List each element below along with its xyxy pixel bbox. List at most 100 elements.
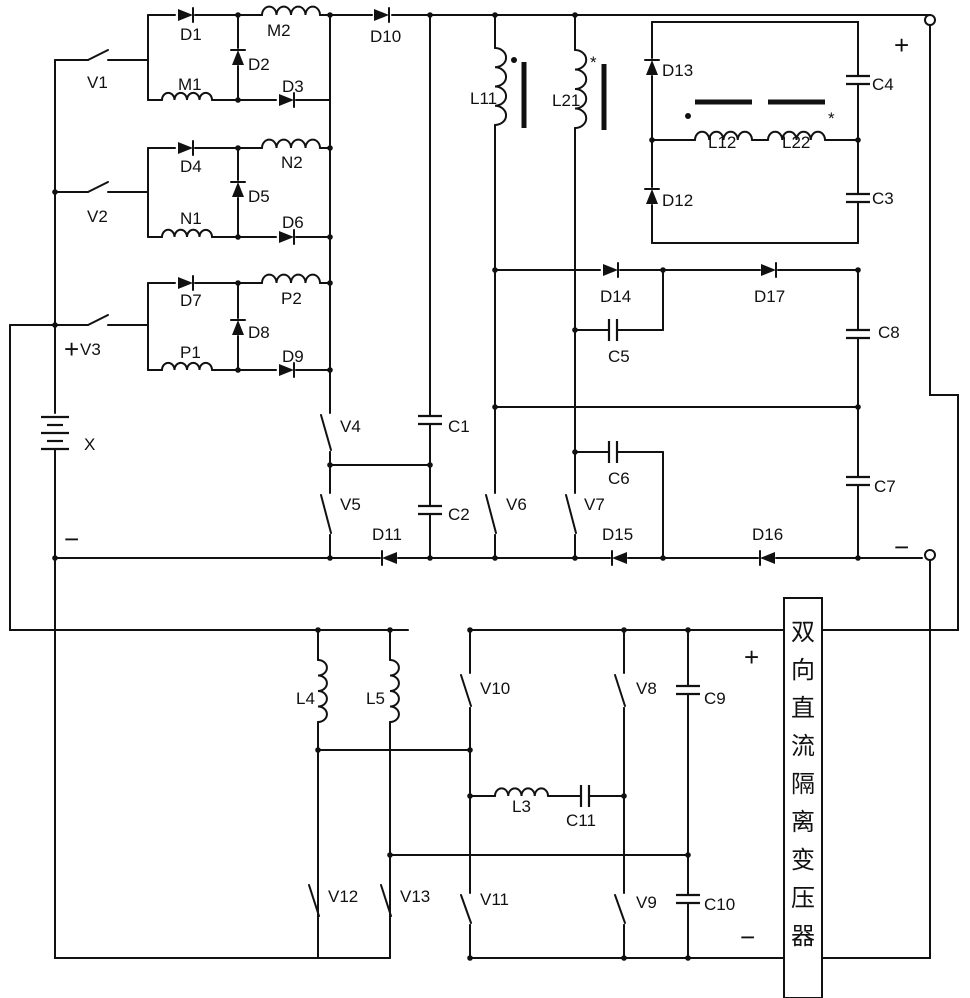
junction-dot <box>315 747 321 753</box>
diode-d11 <box>382 551 397 565</box>
label-d16: D16 <box>752 525 783 544</box>
diode-triangle <box>761 264 776 276</box>
diode-triangle <box>232 50 244 65</box>
junction-dot <box>327 555 333 561</box>
capacitor-c11 <box>581 785 589 807</box>
junction-dot <box>572 327 578 333</box>
label-v8: V8 <box>636 679 657 698</box>
capacitor-c7 <box>846 477 870 485</box>
label-p2: P2 <box>281 289 302 308</box>
junction-dot <box>235 367 241 373</box>
label-d14: D14 <box>600 287 631 306</box>
switch-v7 <box>566 485 576 539</box>
diode-d5 <box>231 182 245 197</box>
switch-v11 <box>461 885 471 929</box>
switch-v4 <box>321 405 331 456</box>
label-d3: D3 <box>282 77 304 96</box>
inductor-coil <box>495 788 548 796</box>
label-m1: M1 <box>178 75 202 94</box>
capacitor-c5 <box>609 319 617 341</box>
diode-triangle <box>279 231 294 243</box>
junction-dot <box>467 627 473 633</box>
transformer-label-char: 压 <box>791 884 815 912</box>
diode-triangle <box>232 320 244 335</box>
inductor-coil <box>162 230 212 237</box>
capacitor-c6 <box>609 441 617 463</box>
label-v1: V1 <box>87 73 108 92</box>
switch-v6 <box>486 485 496 539</box>
junction-dot <box>235 145 241 151</box>
transformer-label-char: 直 <box>791 694 815 722</box>
label-c9: C9 <box>704 689 726 708</box>
label-d4: D4 <box>180 157 202 176</box>
switch-blade <box>321 415 331 450</box>
wire <box>10 325 408 630</box>
label-c2: C2 <box>448 505 470 524</box>
junction-dot <box>467 747 473 753</box>
diode-d6 <box>279 230 294 244</box>
inductor-l4 <box>318 660 327 722</box>
junction-dot <box>572 449 578 455</box>
sign-minus-battery: − <box>64 524 79 554</box>
switch-v10 <box>461 665 471 712</box>
label-d11: D11 <box>372 525 402 544</box>
diode-triangle <box>612 552 627 564</box>
label-v4: V4 <box>340 417 361 436</box>
transformer-label-char: 离 <box>791 808 815 836</box>
inductor-n1 <box>162 230 212 237</box>
label-l21: L21 <box>552 91 580 110</box>
sign-minus-transformer: − <box>740 922 755 952</box>
diode-d17 <box>761 263 776 277</box>
junction-dot <box>621 627 627 633</box>
label-v3: V3 <box>80 340 101 359</box>
junction-dot <box>235 97 241 103</box>
junction-dot <box>52 189 58 195</box>
junction-dot <box>235 280 241 286</box>
junction-dot <box>387 627 393 633</box>
transformer-label-char: 向 <box>791 656 815 684</box>
diode-triangle <box>374 9 389 21</box>
transformer-label-char: 流 <box>791 732 815 760</box>
switch-blade <box>615 675 625 706</box>
diode-d8 <box>231 320 245 335</box>
label-d10: D10 <box>370 27 401 46</box>
label-d17: D17 <box>754 287 785 306</box>
star-l21: * <box>590 53 597 72</box>
junction-dot <box>327 462 333 468</box>
capacitor-c10 <box>676 895 700 903</box>
diode-triangle <box>178 9 193 21</box>
junction-dot <box>235 12 241 18</box>
switch-blade <box>566 495 576 533</box>
diode-triangle <box>232 182 244 197</box>
inductor-coil <box>262 140 320 148</box>
components <box>41 7 870 998</box>
label-c3: C3 <box>872 189 894 208</box>
switch-v8 <box>615 665 625 712</box>
star-l22: * <box>828 109 835 128</box>
labels: 双向直流隔离变压器D1M2D10V1D2M1D3D4N2D5V2N1D6D7P2… <box>64 21 909 952</box>
label-v5: V5 <box>340 495 361 514</box>
label-d5: D5 <box>248 187 270 206</box>
diode-d7 <box>178 276 193 290</box>
label-c10: C10 <box>704 895 735 914</box>
sign-plus-output: + <box>894 30 909 60</box>
inductor-n2 <box>262 140 320 148</box>
transformer-label-char: 器 <box>791 922 815 950</box>
label-d8: D8 <box>248 323 270 342</box>
diode-triangle <box>178 142 193 154</box>
inductor-coil <box>262 7 320 15</box>
label-c5: C5 <box>608 347 630 366</box>
label-d6: D6 <box>282 213 304 232</box>
label-d1: D1 <box>180 25 202 44</box>
switch-v5 <box>321 485 331 539</box>
label-l11: L11 <box>470 89 497 108</box>
junction-dot <box>621 955 627 961</box>
inductor-l11 <box>495 48 506 125</box>
switch-v9 <box>615 885 625 929</box>
capacitor-c3 <box>846 194 870 202</box>
diode-d4 <box>178 141 193 155</box>
battery-x <box>41 417 69 449</box>
diode-triangle <box>646 189 658 204</box>
diode-d14 <box>603 263 618 277</box>
